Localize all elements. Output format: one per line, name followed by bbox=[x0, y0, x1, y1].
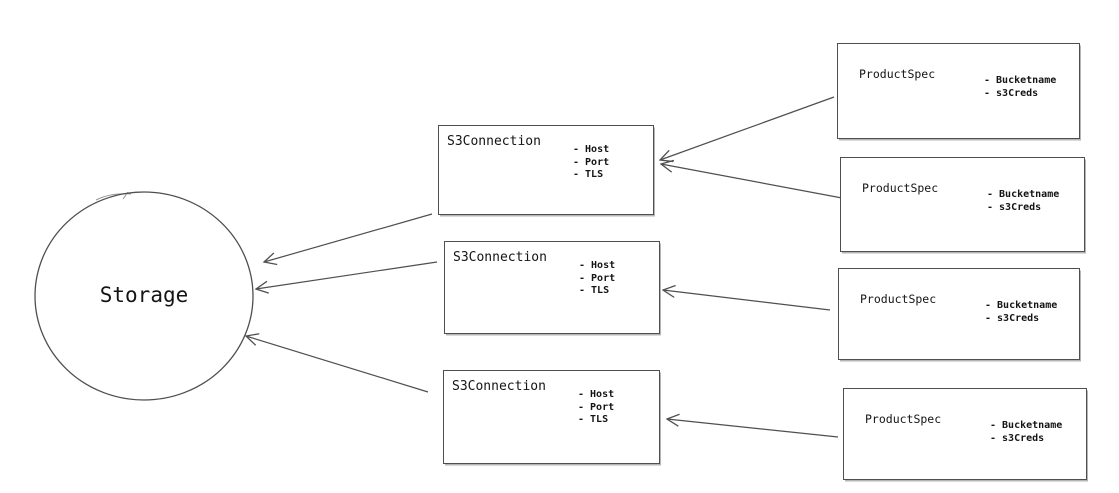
attribute-port: - Port bbox=[579, 272, 616, 284]
s3connection-2-attributes: - Host - Port - TLS bbox=[579, 260, 615, 298]
attribute-tls: - TLS bbox=[579, 285, 610, 296]
productspec-node-2: ProductSpec - Bucketname - s3Creds bbox=[840, 157, 1085, 252]
attribute-s3creds: - s3Creds bbox=[984, 87, 1039, 99]
productspec-2-attributes: - Bucketname - s3Creds bbox=[987, 189, 1059, 214]
productspec-3-title: ProductSpec bbox=[860, 292, 937, 306]
s3connection-node-3: S3Connection - Host - Port - TLS bbox=[443, 370, 660, 464]
s3connection-2-title: S3Connection bbox=[453, 250, 547, 265]
arrow-s3connection-1-to-storage bbox=[264, 213, 433, 262]
attribute-s3creds: - s3Creds bbox=[987, 201, 1042, 213]
s3connection-node-1: S3Connection - Host - Port - TLS bbox=[438, 125, 654, 215]
attribute-bucketname: - Bucketname bbox=[987, 189, 1060, 200]
productspec-3-attributes: - Bucketname - s3Creds bbox=[985, 300, 1057, 325]
attribute-host: - Host bbox=[573, 144, 610, 155]
attribute-bucketname: - Bucketname bbox=[985, 300, 1058, 311]
s3connection-node-2: S3Connection - Host - Port - TLS bbox=[444, 241, 660, 334]
productspec-node-4: ProductSpec - Bucketname - s3Creds bbox=[843, 388, 1087, 480]
arrow-s3connection-2-to-storage bbox=[256, 261, 438, 289]
attribute-tls: - TLS bbox=[578, 414, 609, 425]
productspec-4-attributes: - Bucketname - s3Creds bbox=[990, 420, 1062, 445]
arrow-s3connection-3-to-storage bbox=[246, 336, 429, 393]
s3connection-3-title: S3Connection bbox=[452, 379, 546, 394]
attribute-tls: - TLS bbox=[573, 169, 604, 180]
arrow-productspec-2-to-s3connection-1 bbox=[661, 164, 843, 199]
storage-node-circle bbox=[34, 191, 254, 401]
productspec-node-3: ProductSpec - Bucketname - s3Creds bbox=[838, 268, 1080, 360]
productspec-node-1: ProductSpec - Bucketname - s3Creds bbox=[837, 43, 1080, 139]
s3connection-1-attributes: - Host - Port - TLS bbox=[573, 144, 609, 182]
attribute-bucketname: - Bucketname bbox=[990, 420, 1063, 431]
s3connection-1-title: S3Connection bbox=[447, 134, 541, 149]
sketch-overdraw-stroke bbox=[95, 191, 132, 201]
productspec-1-attributes: - Bucketname - s3Creds bbox=[984, 75, 1056, 100]
productspec-2-title: ProductSpec bbox=[862, 181, 939, 195]
attribute-s3creds: - s3Creds bbox=[985, 312, 1040, 324]
attribute-port: - Port bbox=[573, 156, 610, 168]
s3connection-3-attributes: - Host - Port - TLS bbox=[578, 389, 614, 427]
attribute-host: - Host bbox=[579, 260, 616, 271]
arrow-productspec-1-to-s3connection-1 bbox=[660, 96, 835, 160]
attribute-bucketname: - Bucketname bbox=[984, 75, 1057, 86]
productspec-1-title: ProductSpec bbox=[859, 67, 936, 81]
attribute-port: - Port bbox=[578, 401, 615, 413]
storage-label: Storage bbox=[99, 283, 189, 308]
attribute-s3creds: - s3Creds bbox=[990, 432, 1045, 444]
arrow-productspec-4-to-s3connection-3 bbox=[667, 419, 839, 438]
productspec-4-title: ProductSpec bbox=[865, 412, 942, 426]
attribute-host: - Host bbox=[578, 389, 615, 400]
arrow-productspec-3-to-s3connection-2 bbox=[663, 290, 831, 311]
